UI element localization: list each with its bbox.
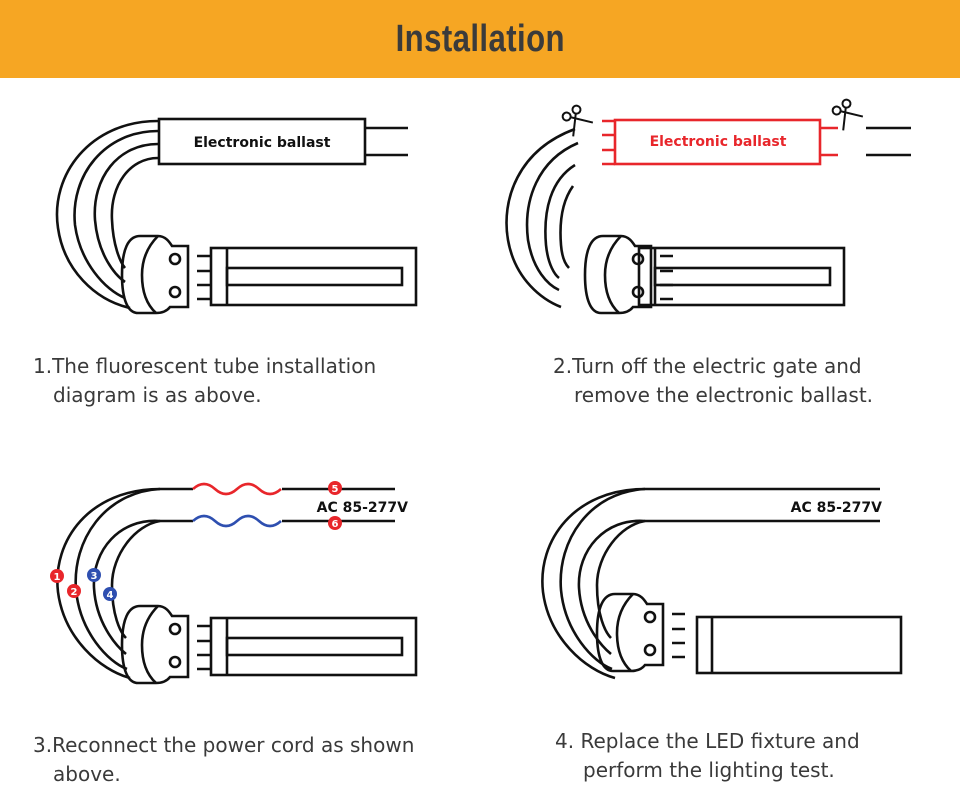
- step4-caption: 4. Replace the LED fixture and perform t…: [555, 727, 860, 785]
- svg-text:1: 1: [54, 572, 61, 583]
- led-tube: [695, 615, 903, 675]
- marker-1: 1: [50, 569, 64, 583]
- voltage-label: AC 85-277V: [317, 500, 409, 516]
- svg-text:4: 4: [107, 590, 114, 601]
- ballast-label: Electronic ballast: [194, 135, 331, 151]
- live-wire: [192, 482, 282, 496]
- svg-text:5: 5: [332, 484, 339, 495]
- marker-3: 3: [87, 568, 101, 582]
- caption-line: perform the lighting test.: [583, 758, 835, 782]
- caption-line: remove the electronic ballast.: [574, 383, 874, 407]
- svg-text:2: 2: [71, 587, 78, 598]
- marker-2: 2: [67, 584, 81, 598]
- caption-line: diagram is as above.: [53, 383, 262, 407]
- marker-4: 4: [103, 587, 117, 601]
- marker-6: 6: [328, 516, 342, 530]
- fluorescent-tube: [209, 246, 418, 307]
- step1-diagram: Electronic ballast: [55, 117, 418, 315]
- electronic-ballast: [157, 117, 367, 166]
- page-title: Installation: [395, 17, 565, 60]
- mains-wires: [365, 126, 408, 157]
- svg-text:3: 3: [91, 571, 98, 582]
- caption-line: 1.The fluorescent tube installation: [33, 354, 377, 378]
- mains-wires: [866, 126, 911, 157]
- lamp-socket: [120, 234, 212, 315]
- caption-line: 3.Reconnect the power cord as shown: [33, 733, 415, 757]
- step2-diagram: Electronic ballast: [505, 95, 911, 315]
- caption-line: 4. Replace the LED fixture and: [555, 729, 860, 753]
- voltage-label: AC 85-277V: [791, 500, 883, 516]
- scissors-icon: [558, 101, 594, 138]
- removed-ballast: [613, 118, 822, 166]
- step4-diagram: AC 85-277V: [541, 487, 903, 680]
- step1-caption: 1.The fluorescent tube installation diag…: [33, 352, 376, 410]
- ballast-label: Electronic ballast: [650, 134, 787, 150]
- caption-line: above.: [53, 762, 121, 786]
- step3-diagram: AC 85-277V 1 2 3 4 5 6: [50, 481, 418, 685]
- step2-caption: 2.Turn off the electric gate and remove …: [553, 352, 873, 410]
- svg-text:6: 6: [332, 519, 339, 530]
- caption-line: 2.Turn off the electric gate and: [553, 354, 862, 378]
- marker-5: 5: [328, 481, 342, 495]
- step3-caption: 3.Reconnect the power cord as shown abov…: [33, 731, 414, 789]
- neutral-wire: [192, 514, 282, 528]
- header-bar: Installation: [0, 0, 960, 78]
- scissors-icon: [828, 95, 864, 132]
